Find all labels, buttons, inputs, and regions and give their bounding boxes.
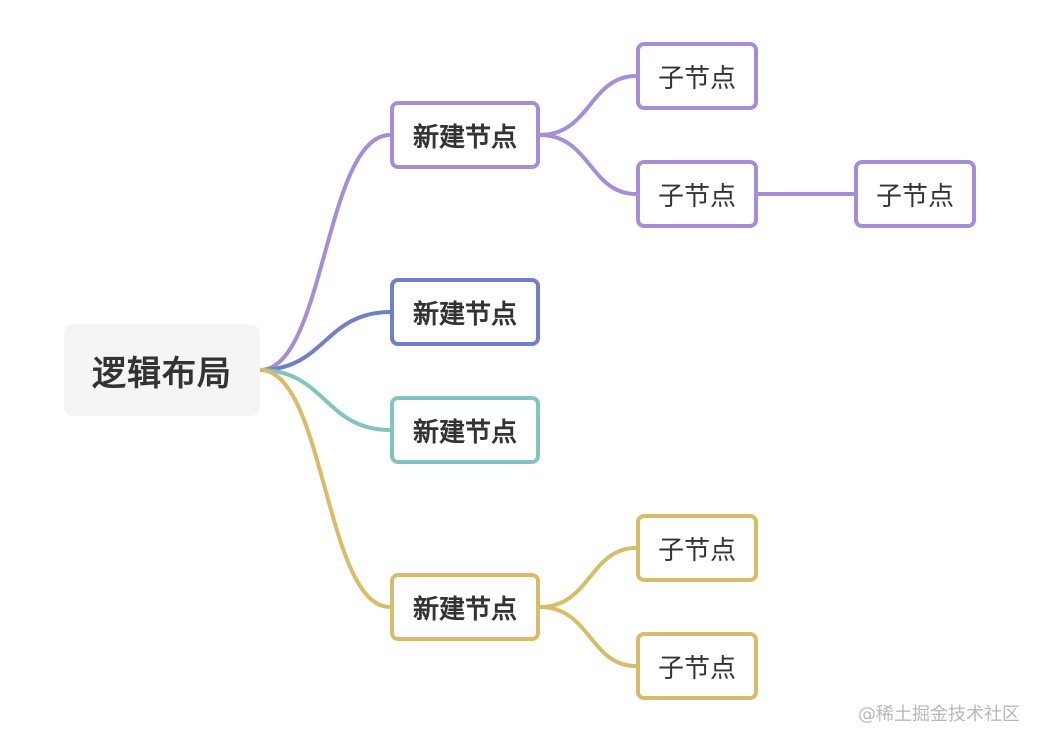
- connector-root-branch-3: [258, 368, 392, 432]
- connector-branch-1-child-2: [538, 133, 638, 196]
- watermark: @稀土掘金技术社区: [858, 704, 1020, 725]
- branch-1-child-node-1[interactable]: 子节点: [636, 42, 758, 110]
- branch-4-child-node-1[interactable]: 子节点: [636, 514, 758, 582]
- branch-4-child-node-2-label: 子节点: [657, 653, 736, 684]
- branch-1-child-node-2-label: 子节点: [657, 181, 736, 212]
- branch-4-child-node-2[interactable]: 子节点: [636, 632, 758, 700]
- branch-1-child-node-2[interactable]: 子节点: [636, 160, 758, 228]
- branch-1-grandchild-node-1[interactable]: 子节点: [854, 160, 976, 228]
- connector-root-branch-4: [258, 368, 392, 609]
- connector-root-branch-1: [258, 133, 392, 372]
- branch-node-3-label: 新建节点: [412, 417, 517, 448]
- connector-branch-1-child-1: [538, 74, 638, 137]
- branch-node-2[interactable]: 新建节点: [390, 278, 540, 346]
- branch-4-child-node-1-label: 子节点: [657, 535, 736, 566]
- connector-branch-4-child-2: [538, 605, 638, 668]
- branch-1-child-node-1-label: 子节点: [657, 63, 736, 94]
- connector-root-branch-2: [258, 310, 392, 372]
- branch-node-3[interactable]: 新建节点: [390, 396, 540, 464]
- root-node[interactable]: 逻辑布局: [64, 324, 260, 416]
- branch-node-1-label: 新建节点: [412, 122, 517, 153]
- root-node-label: 逻辑布局: [92, 353, 232, 394]
- branch-node-1[interactable]: 新建节点: [390, 101, 540, 169]
- branch-node-2-label: 新建节点: [412, 299, 517, 330]
- branch-node-4[interactable]: 新建节点: [390, 573, 540, 641]
- connector-branch-4-child-1: [538, 546, 638, 609]
- branch-node-4-label: 新建节点: [412, 594, 517, 625]
- branch-1-grandchild-node-1-label: 子节点: [875, 181, 954, 212]
